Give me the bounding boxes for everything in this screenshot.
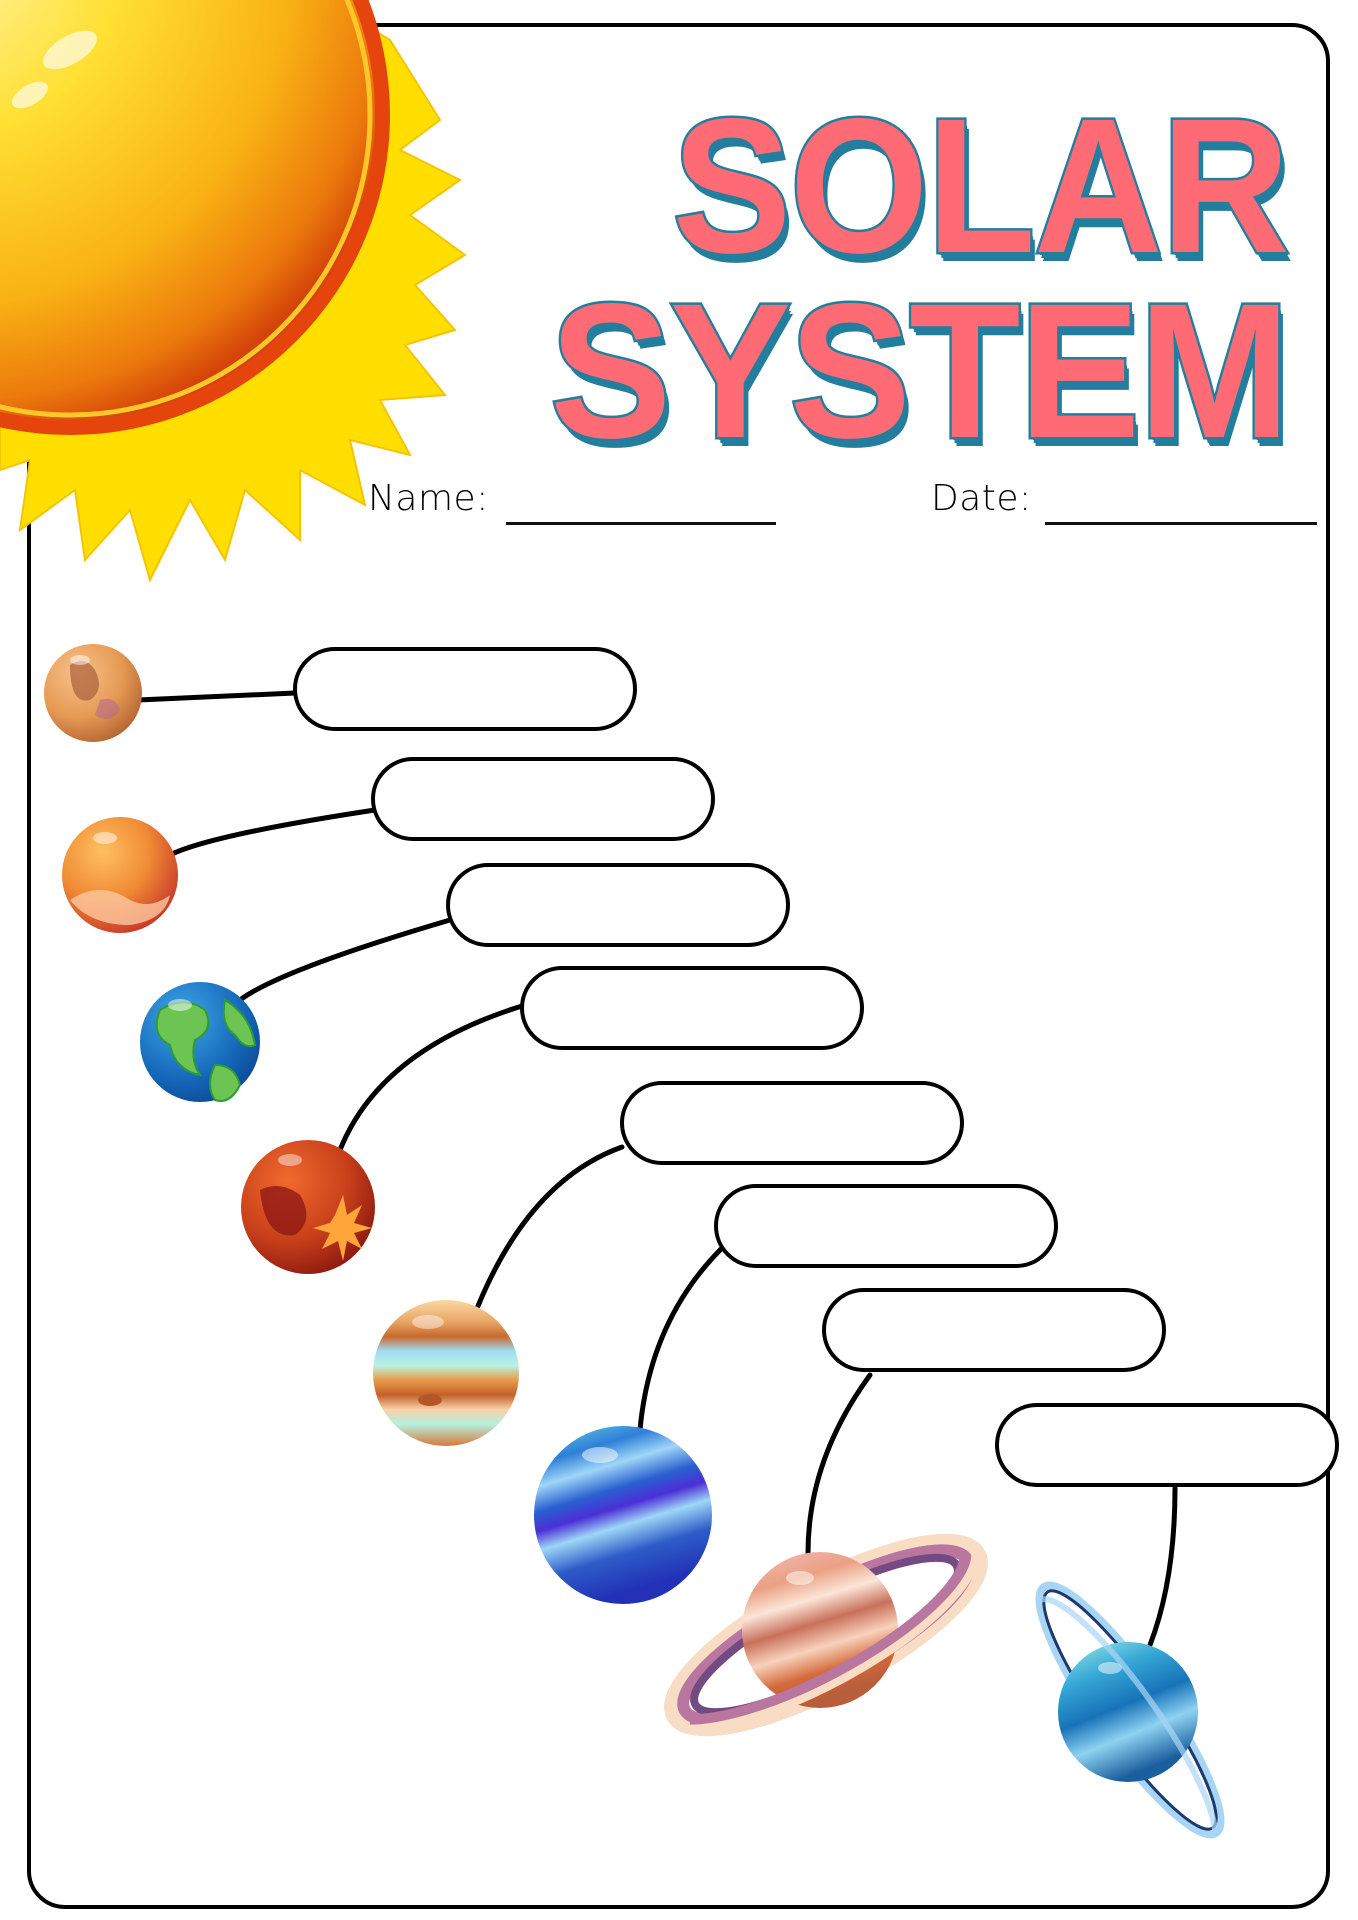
date-label: Date: — [931, 478, 1032, 519]
answer-box-1[interactable] — [293, 647, 637, 731]
venus-icon — [62, 817, 178, 933]
earth-icon — [140, 982, 260, 1102]
title-solar: SOLAR — [670, 78, 1292, 293]
uranus-icon — [1035, 1581, 1225, 1839]
connector-lines — [135, 690, 1178, 1648]
answer-box-5[interactable] — [620, 1081, 964, 1165]
date-field[interactable] — [1045, 522, 1317, 525]
mercury-icon — [44, 644, 142, 742]
worksheet-frame — [27, 23, 1330, 1909]
name-label: Name: — [368, 478, 489, 519]
title-system: SYSTEM — [547, 263, 1292, 478]
neptune-icon — [534, 1426, 712, 1604]
answer-box-2[interactable] — [371, 757, 715, 841]
answer-box-3[interactable] — [446, 863, 790, 947]
name-field[interactable] — [506, 522, 776, 525]
answer-box-8[interactable] — [995, 1403, 1339, 1487]
saturn-icon — [664, 1533, 988, 1737]
sun-icon — [0, 0, 467, 583]
answer-box-6[interactable] — [714, 1184, 1058, 1268]
mars-icon — [241, 1140, 375, 1274]
jupiter-icon — [373, 1300, 519, 1446]
answer-box-4[interactable] — [520, 966, 864, 1050]
answer-box-7[interactable] — [822, 1288, 1166, 1372]
